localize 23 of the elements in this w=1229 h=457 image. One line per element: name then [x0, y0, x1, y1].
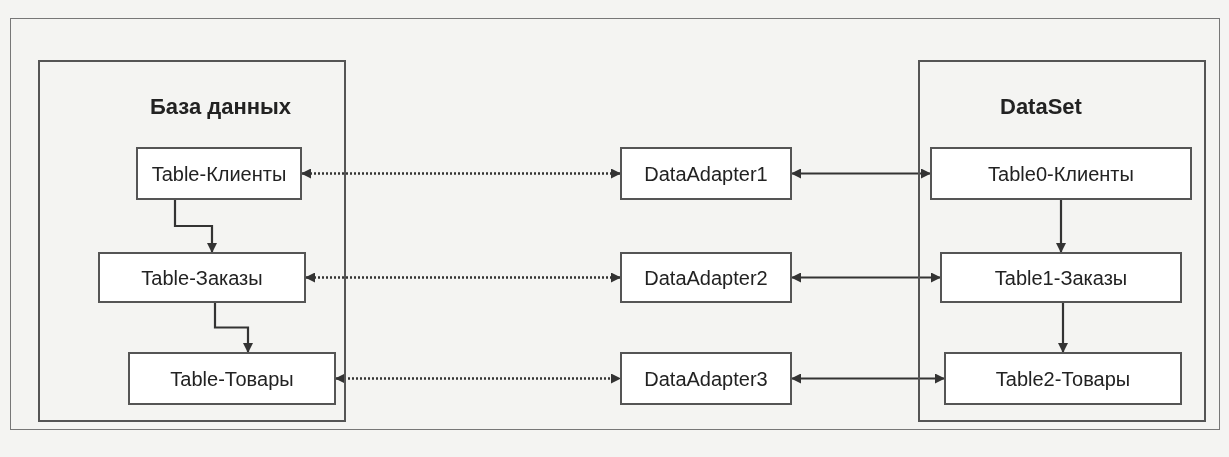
- table-box: Table1-Заказы: [940, 252, 1182, 303]
- table-box: DataAdapter2: [620, 252, 792, 303]
- panel-title: База данных: [150, 93, 292, 121]
- arrow: [301, 168, 621, 179]
- arrow: [1056, 200, 1066, 253]
- arrow: [791, 168, 931, 179]
- panel-title: DataSet: [1000, 93, 1082, 121]
- table-box: Table-Заказы: [98, 252, 306, 303]
- arrow: [213, 303, 253, 353]
- arrow: [173, 200, 217, 253]
- group-panel: [918, 60, 1206, 422]
- table-box: Table2-Товары: [944, 352, 1182, 405]
- group-panel: [38, 60, 346, 422]
- table-box: DataAdapter1: [620, 147, 792, 200]
- table-box: Table-Товары: [128, 352, 336, 405]
- table-box: DataAdapter3: [620, 352, 792, 405]
- table-box: Table-Клиенты: [136, 147, 302, 200]
- table-box: Table0-Клиенты: [930, 147, 1192, 200]
- arrow: [305, 272, 621, 283]
- arrow: [335, 373, 621, 384]
- arrow: [791, 373, 945, 384]
- arrow: [1058, 303, 1068, 353]
- arrow: [791, 272, 941, 283]
